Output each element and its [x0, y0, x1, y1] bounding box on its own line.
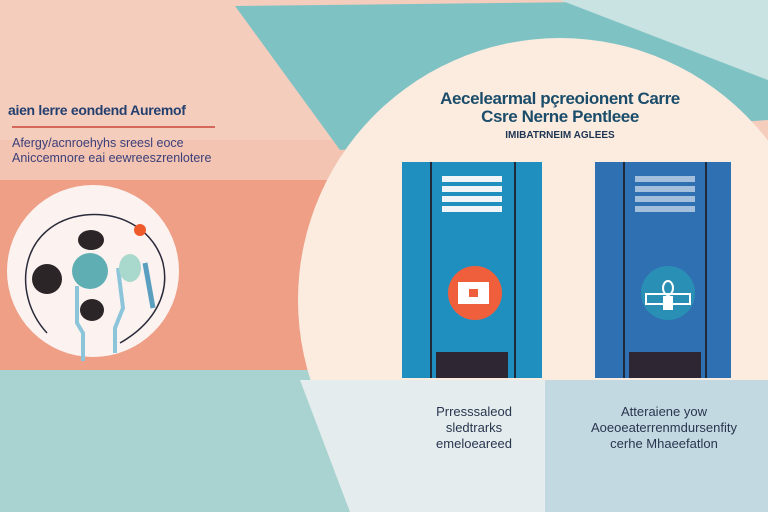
right-card-caption: Atteraiene yow Aoeoeaterrenmdursenfity c… — [570, 404, 758, 452]
caption-line: sledtrarks — [445, 420, 503, 435]
caption-line: Prresssaleod — [436, 404, 512, 419]
card-right-panel[interactable] — [595, 162, 731, 378]
caption-line: Atteraiene yow — [621, 404, 707, 419]
card-left-panel[interactable] — [402, 162, 542, 378]
medical-diagram-icon — [7, 185, 179, 361]
caption-line: cerhe Mhaeefatlon — [610, 436, 718, 451]
record-stop-icon — [448, 266, 502, 320]
building-emblem-icon — [641, 266, 695, 320]
caption-line: Aoeoeaterrenmdursenfity — [591, 420, 737, 435]
main-title: Aecelearmal pçreoionent Carre Csre Nerne… — [400, 90, 720, 126]
left-card-caption: Prresssaleod sledtrarks emeloeareed — [400, 404, 548, 452]
heading-divider — [12, 126, 215, 128]
left-subtitle-line: Aniccemnore eai eewreeszrenlotere — [12, 151, 212, 165]
main-title-line: Aecelearmal pçreoionent Carre — [440, 89, 680, 108]
card-slot — [629, 352, 701, 378]
main-title-line: Csre Nerne Pentleee — [481, 107, 639, 126]
card-slot — [436, 352, 508, 378]
text-lines-icon — [442, 176, 502, 216]
caption-line: emeloeareed — [436, 436, 512, 451]
left-subtitle: Afergy/acnroehyhs sreesl eoce Aniccemnor… — [12, 136, 211, 166]
left-subtitle-line: Afergy/acnroehyhs sreesl eoce — [12, 136, 184, 150]
main-subtitle: IMIBATRNEIM AGLEES — [505, 130, 615, 141]
text-lines-icon — [635, 176, 695, 216]
left-heading: aien lerre eondend Auremof — [8, 102, 186, 118]
